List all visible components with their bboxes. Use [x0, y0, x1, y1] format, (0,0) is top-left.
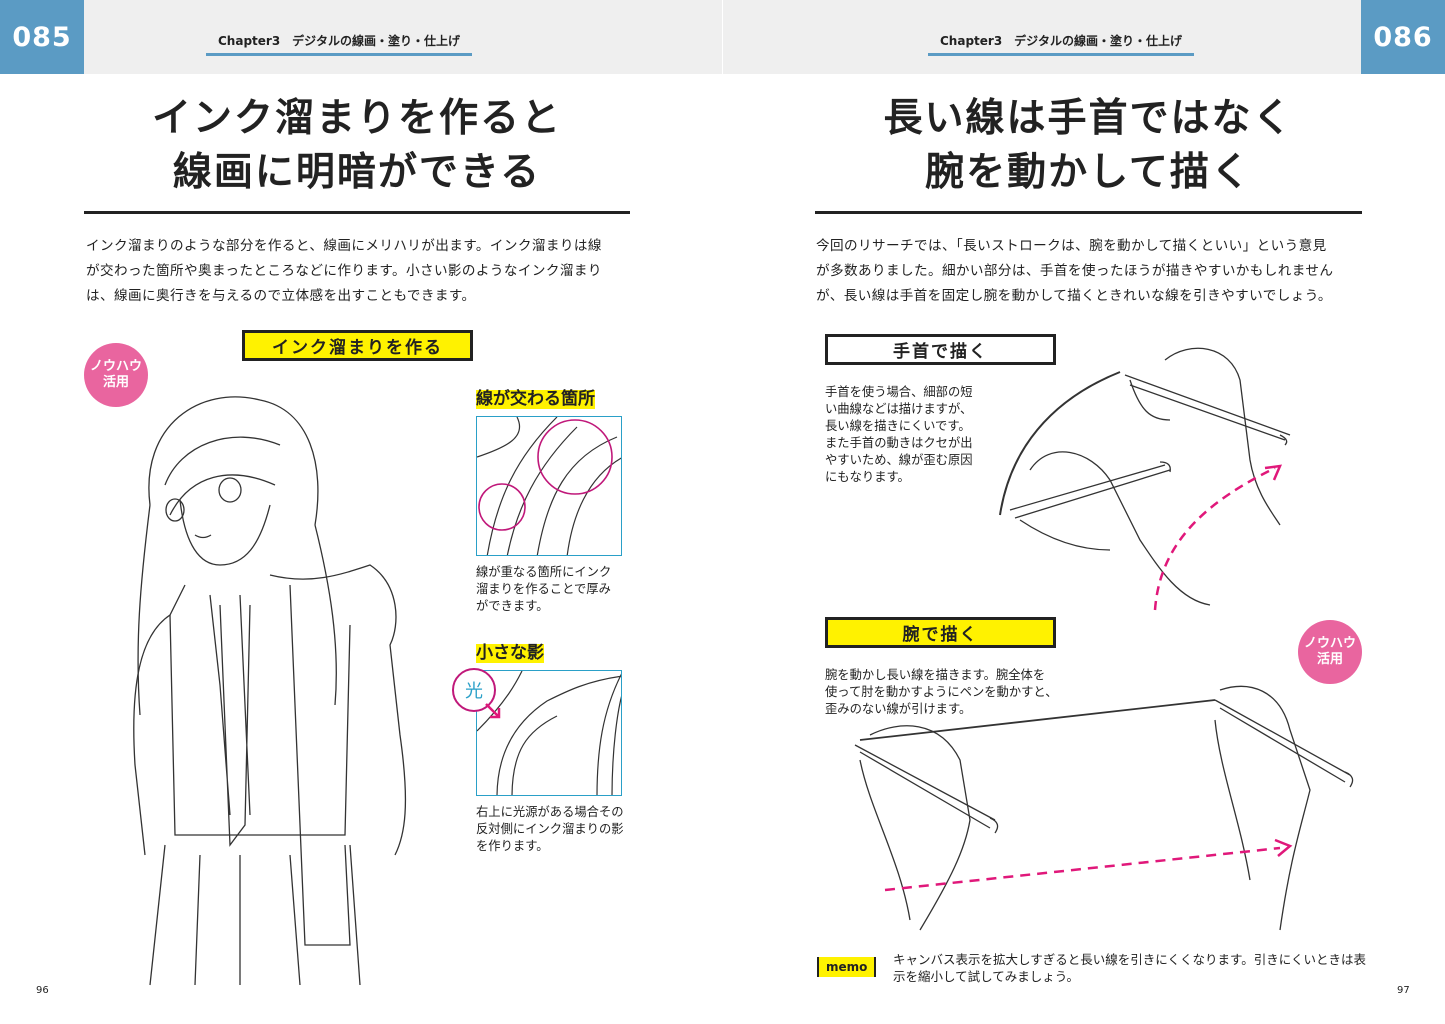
- badge-line: ノウハウ: [89, 359, 142, 374]
- inset2-heading: 小さな影: [476, 638, 544, 663]
- arm-label: 腕で描く: [825, 617, 1056, 648]
- title-line: 線画に明暗ができる: [172, 150, 542, 195]
- left-body-text: インク溜まりのような部分を作ると、線画にメリハリが出ます。インク溜まりは線 が交…: [86, 234, 636, 309]
- caption-line: 手首を使う場合、細部の短: [825, 385, 973, 399]
- wrist-label: 手首で描く: [825, 334, 1056, 365]
- body-line: インク溜まりのような部分を作ると、線画にメリハリが出ます。インク溜まりは線: [86, 238, 602, 254]
- body-line: が交わった箇所や奥まったところなどに作ります。小さい影のようなインク溜まり: [86, 263, 602, 279]
- title-rule: [84, 211, 630, 214]
- right-header-band: [723, 0, 1445, 74]
- caption-line: にもなります。: [825, 470, 910, 484]
- body-line: は、線画に奥行きを与えるので立体感を出すこともできます。: [86, 288, 476, 304]
- inset1-heading: 線が交わる箇所: [476, 384, 595, 409]
- girl-illustration: [133, 396, 407, 986]
- caption-line: 線が重なる箇所にインク: [476, 565, 612, 579]
- arm-drawing-illustration: [854, 685, 1354, 931]
- caption-line: い曲線などは描けますが、: [825, 402, 973, 416]
- caption-line: また手首の動きはクセが出: [825, 436, 973, 450]
- left-page-title: インク溜まりを作ると 線画に明暗ができる: [84, 92, 630, 200]
- caption-line: 使って肘を動かすようにペンを動かすと、: [825, 685, 1058, 699]
- line-crossing-inset: [476, 416, 622, 556]
- caption-line: 右上に光源がある場合その: [476, 805, 624, 819]
- knowhow-badge: ノウハウ 活用: [1298, 620, 1362, 684]
- caption-line: 腕を動かし長い線を描きます。腕全体を: [825, 668, 1046, 682]
- caption-line: 長い線を描きにくいです。: [825, 419, 971, 433]
- left-chapter-heading: Chapter3 デジタルの線画・塗り・仕上げ: [206, 32, 472, 56]
- small-shadow-sketch: [477, 671, 621, 795]
- right-chapter-heading: Chapter3 デジタルの線画・塗り・仕上げ: [928, 32, 1194, 56]
- caption-line: 反対側にインク溜まりの影: [476, 822, 624, 836]
- memo-line: キャンバス表示を拡大しすぎると長い線を引きにくくなります。引きにくいときは表: [893, 952, 1367, 967]
- right-body-text: 今回のリサーチでは、「長いストロークは、腕を動かして描くといい」という意見 が多…: [816, 234, 1366, 309]
- title-line: 腕を動かして描く: [925, 150, 1252, 195]
- right-section-number: 086: [1361, 0, 1445, 74]
- ink-pool-label: インク溜まりを作る: [242, 330, 473, 361]
- body-line: 今回のリサーチでは、「長いストロークは、腕を動かして描くといい」という意見: [816, 238, 1327, 254]
- wrist-caption: 手首を使う場合、細部の短 い曲線などは描けますが、 長い線を描きにくいです。 ま…: [825, 384, 973, 486]
- memo-tag: memo: [817, 957, 877, 977]
- badge-line: 活用: [1316, 652, 1343, 667]
- left-page-number: 96: [36, 985, 49, 996]
- caption-line: ができます。: [476, 599, 549, 613]
- caption-line: 溜まりを作ることで厚み: [476, 582, 611, 596]
- knowhow-badge: ノウハウ 活用: [84, 343, 148, 407]
- right-page-title: 長い線は手首ではなく 腕を動かして描く: [815, 92, 1362, 200]
- title-rule: [815, 211, 1362, 214]
- inset2-caption: 右上に光源がある場合その 反対側にインク溜まりの影 を作ります。: [476, 804, 624, 855]
- line-crossing-sketch: [477, 417, 621, 555]
- caption-line: を作ります。: [476, 839, 549, 853]
- title-line: 長い線は手首ではなく: [883, 96, 1294, 141]
- title-line: インク溜まりを作ると: [151, 96, 562, 141]
- wrist-drawing-illustration: [999, 347, 1291, 611]
- arm-caption: 腕を動かし長い線を描きます。腕全体を 使って肘を動かすようにペンを動かすと、 歪…: [825, 667, 1058, 718]
- left-header-band: [0, 0, 722, 74]
- right-page-number: 97: [1397, 985, 1410, 996]
- badge-line: ノウハウ: [1303, 636, 1356, 651]
- badge-line: 活用: [102, 375, 129, 390]
- light-source-marker: 光: [452, 668, 496, 712]
- small-shadow-inset: [476, 670, 622, 796]
- caption-line: 歪みのない線が引けます。: [825, 702, 972, 716]
- caption-line: やすいため、線が歪む原因: [825, 453, 973, 467]
- left-section-number: 085: [0, 0, 84, 74]
- inset1-caption: 線が重なる箇所にインク 溜まりを作ることで厚み ができます。: [476, 564, 611, 615]
- memo-text: キャンバス表示を拡大しすぎると長い線を引きにくくなります。引きにくいときは表 示…: [893, 951, 1366, 985]
- body-line: が、長い線は手首を固定し腕を動かして描くときれいな線を引きやすいでしょう。: [816, 288, 1332, 304]
- light-arrow-icon: [485, 703, 501, 719]
- body-line: が多数ありました。細かい部分は、手首を使ったほうが描きやすいかもしれません: [816, 263, 1334, 279]
- memo-line: 示を縮小して試してみましょう。: [893, 969, 1080, 984]
